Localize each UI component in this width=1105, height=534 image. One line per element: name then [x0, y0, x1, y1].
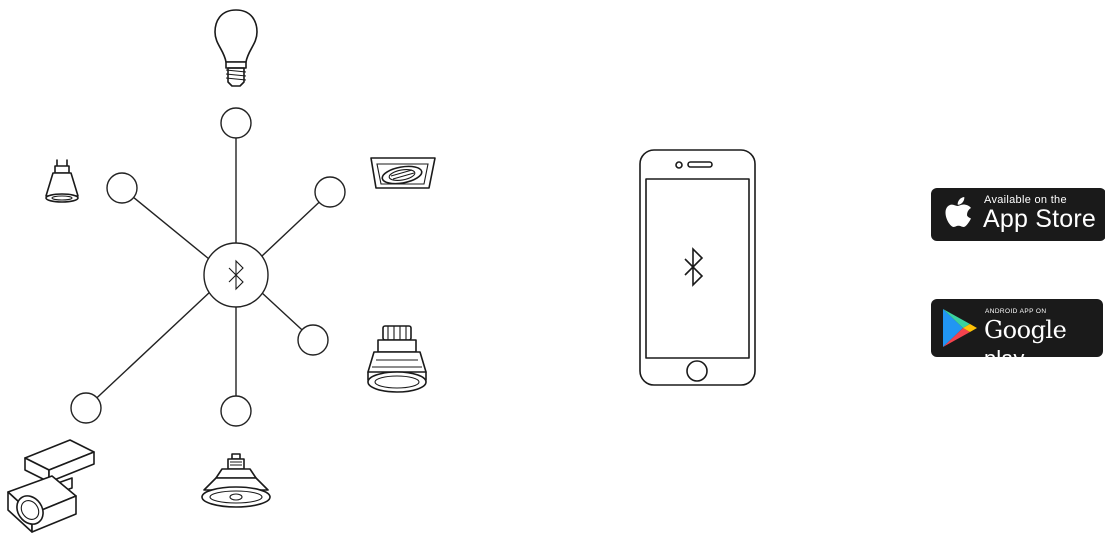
- node-top: [221, 108, 251, 138]
- node-upper-left: [107, 173, 137, 203]
- node-lower-left: [71, 393, 101, 423]
- smartphone: [640, 150, 755, 385]
- ar111-lamp-icon: [202, 454, 270, 507]
- bluetooth-hub: [204, 243, 268, 307]
- square-downlight-icon: [371, 158, 435, 188]
- app-store-big-text: App Store: [983, 205, 1096, 234]
- google-play-badge[interactable]: ANDROID APP ON Google play: [931, 299, 1103, 357]
- spoke-upper-left: [122, 188, 209, 259]
- play-text: play: [984, 346, 1024, 371]
- gu10-spotlight-icon: [46, 160, 78, 202]
- google-play-small-text: ANDROID APP ON: [985, 308, 1046, 315]
- recessed-downlight-icon: [368, 326, 426, 392]
- node-bottom: [221, 396, 251, 426]
- spoke-lower-left: [86, 291, 211, 408]
- phone-screen: [646, 179, 749, 358]
- home-button: [687, 361, 707, 381]
- apple-logo-icon: [941, 193, 981, 237]
- surface-spotlight-icon: [8, 440, 94, 532]
- node-upper-right: [315, 177, 345, 207]
- a19-bulb-icon: [215, 10, 257, 86]
- phone-camera: [676, 162, 682, 168]
- google-text: Google: [984, 316, 1066, 344]
- play-triangle-icon: [939, 306, 979, 350]
- app-store-badge[interactable]: Available on the App Store: [931, 188, 1105, 241]
- google-play-big-text: Google play: [984, 316, 1103, 372]
- node-lower-right: [298, 325, 328, 355]
- phone-speaker: [688, 162, 712, 167]
